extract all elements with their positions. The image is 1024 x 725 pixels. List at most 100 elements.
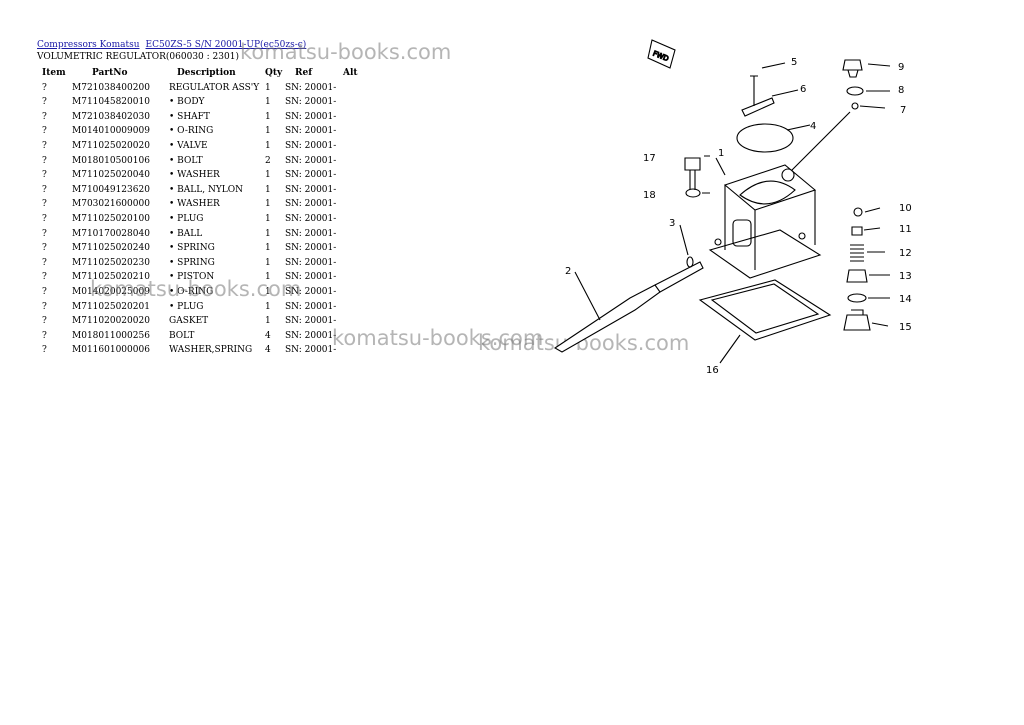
row-item: ? (42, 228, 47, 239)
row-ref: SN: 20001- (285, 97, 337, 108)
row-alt (343, 95, 363, 110)
row-ref: SN: 20001- (285, 286, 337, 297)
row-partno: M014010009009 (72, 126, 150, 137)
ball-nylon-part (853, 207, 863, 217)
callout-17: 17 (643, 153, 656, 164)
row-description: • WASHER (169, 199, 220, 210)
row-partno: M721038402030 (72, 111, 150, 122)
row-item: ? (42, 184, 47, 195)
row-description: • BALL (169, 228, 203, 239)
row-qty: 1 (265, 97, 271, 108)
row-ref: SN: 20001- (285, 257, 337, 268)
plug-part (842, 59, 863, 78)
washer-part (846, 86, 864, 96)
row-alt (343, 300, 363, 315)
parts-table: Item PartNo Description Qty Ref Alt ? M72… (37, 66, 363, 358)
bolt-part (750, 75, 758, 106)
shaft-part (553, 284, 661, 353)
callout-12: 12 (899, 248, 912, 259)
row-ref: SN: 20001- (285, 243, 337, 254)
row-alt (343, 124, 363, 139)
callout-15: 15 (899, 322, 912, 333)
key-part (741, 97, 775, 117)
col-header-description: Description (177, 68, 236, 78)
callout-18: 18 (643, 190, 656, 201)
callout-7: 7 (900, 105, 906, 116)
row-description: • SPRING (169, 257, 215, 268)
row-qty: 1 (265, 272, 271, 283)
callout-5: 5 (791, 57, 797, 68)
row-ref: SN: 20001- (285, 316, 337, 327)
row-partno: M721038400200 (72, 82, 150, 93)
row-alt (343, 270, 363, 285)
row-partno: M011601000006 (72, 345, 150, 356)
breadcrumb-link-compressors[interactable]: Compressors Komatsu (37, 40, 140, 50)
row-ref: SN: 20001- (285, 228, 337, 239)
callout-13: 13 (899, 271, 912, 282)
row-partno: M711025020040 (72, 170, 150, 181)
row-item: ? (42, 111, 47, 122)
col-header-item: Item (42, 68, 66, 78)
row-description: • O-RING (169, 126, 214, 137)
row-qty: 1 (265, 126, 271, 137)
row-item: ? (42, 82, 47, 93)
callout-8: 8 (898, 85, 904, 96)
row-description: WASHER,SPRING (169, 345, 253, 356)
row-item: ? (42, 345, 47, 356)
row-partno: M710049123620 (72, 184, 150, 195)
row-alt (343, 343, 363, 358)
row-partno: M711025020210 (72, 272, 150, 283)
callout-14: 14 (899, 294, 912, 305)
row-item: ? (42, 140, 47, 151)
watermark: komatsu-books.com (332, 326, 544, 350)
row-alt (343, 256, 363, 271)
row-qty: 1 (265, 301, 271, 312)
table-header-row: Item PartNo Description Qty Ref Alt (37, 66, 363, 81)
row-partno: M018010500106 (72, 155, 150, 166)
row-qty: 2 (265, 155, 271, 166)
row-alt (343, 139, 363, 154)
col-header-alt: Alt (343, 68, 358, 78)
row-description: REGULATOR ASS'Y (169, 82, 260, 93)
row-ref: SN: 20001- (285, 170, 337, 181)
row-description: • BALL, NYLON (169, 184, 244, 195)
page-title: VOLUMETRIC REGULATOR(060030 : 2301) (37, 52, 239, 62)
row-item: ? (42, 257, 47, 268)
callout-4: 4 (810, 121, 816, 132)
row-partno: M711025020020 (72, 140, 150, 151)
row-qty: 1 (265, 243, 271, 254)
regulator-body-part (708, 164, 822, 279)
row-description: • SPRING (169, 243, 215, 254)
row-qty: 1 (265, 286, 271, 297)
row-qty: 1 (265, 199, 271, 210)
row-item: ? (42, 170, 47, 181)
row-description: • PLUG (169, 213, 204, 224)
row-qty: 1 (265, 228, 271, 239)
callout-1: 1 (718, 148, 724, 159)
row-ref: SN: 20001- (285, 213, 337, 224)
callout-3: 3 (669, 218, 675, 229)
breadcrumb-link-model[interactable]: EC50ZS-5 S/N 20001-UP(ec50zs-c) (145, 40, 307, 50)
row-item: ? (42, 199, 47, 210)
row-ref: SN: 20001- (285, 140, 337, 151)
row-alt (343, 154, 363, 169)
bolt-part (684, 157, 701, 190)
fwd-marker: FWD (647, 39, 676, 69)
row-partno: M711045820010 (72, 97, 150, 108)
row-description: BOLT (169, 330, 195, 341)
row-ref: SN: 20001- (285, 126, 337, 137)
